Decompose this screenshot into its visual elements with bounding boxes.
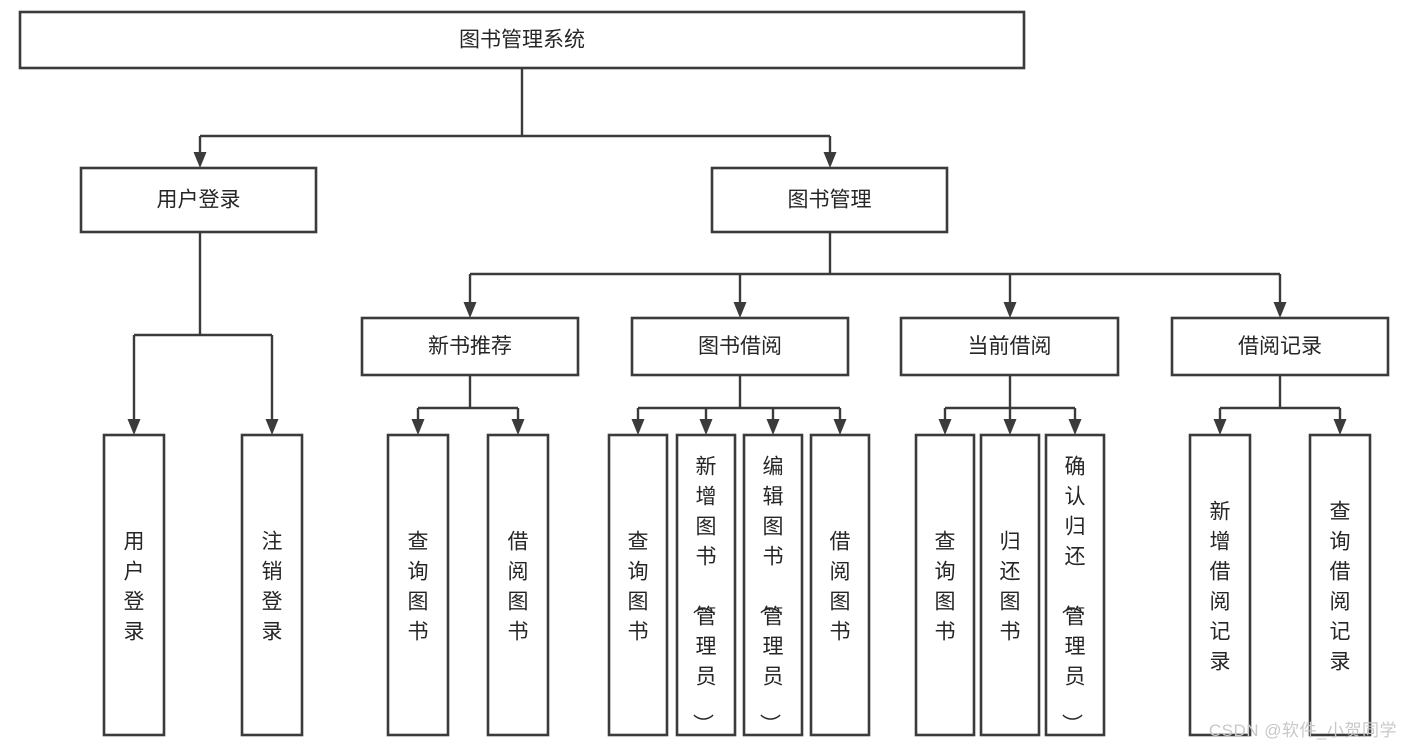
- node-label-leaf-logout: 注销登录: [262, 530, 283, 643]
- connector-group-current-borrow-split: [938, 375, 1082, 435]
- node-box-user-login[interactable]: [79, 166, 318, 234]
- node-box-leaf-query-books-recommend[interactable]: [386, 433, 450, 737]
- node-book-borrow[interactable]: 图书借阅: [630, 316, 850, 377]
- node-current-borrow[interactable]: 当前借阅: [899, 316, 1120, 377]
- node-leaf-add-book-admin[interactable]: 新增图书（管理员）: [675, 433, 737, 737]
- node-box-leaf-confirm-return-admin[interactable]: [1044, 433, 1106, 737]
- node-box-leaf-add-book-admin[interactable]: [675, 433, 737, 737]
- node-label-leaf-borrow-book: 借阅图书: [830, 530, 851, 643]
- node-leaf-confirm-return-admin[interactable]: 确认归还（管理员）: [1044, 433, 1106, 737]
- node-box-leaf-query-borrow-record[interactable]: [1308, 433, 1372, 737]
- node-box-leaf-edit-book-admin[interactable]: [742, 433, 804, 737]
- node-label-user-login: 用户登录: [157, 189, 241, 212]
- node-box-book-borrow[interactable]: [630, 316, 850, 377]
- node-leaf-borrow-books-recommend[interactable]: 借阅图书: [486, 433, 550, 737]
- node-book-management[interactable]: 图书管理: [710, 166, 949, 234]
- node-layer: 图书管理系统用户登录图书管理新书推荐图书借阅当前借阅借阅记录用户登录注销登录查询…: [18, 10, 1390, 737]
- connector-layer: [127, 68, 1347, 435]
- node-box-leaf-borrow-book[interactable]: [809, 433, 871, 737]
- node-user-login[interactable]: 用户登录: [79, 166, 318, 234]
- node-label-book-borrow: 图书借阅: [698, 335, 782, 358]
- node-label-root: 图书管理系统: [459, 29, 585, 52]
- node-label-leaf-return-book: 归还图书: [1000, 530, 1021, 643]
- node-label-book-management: 图书管理: [788, 189, 872, 212]
- node-box-book-management[interactable]: [710, 166, 949, 234]
- node-borrow-record[interactable]: 借阅记录: [1170, 316, 1390, 377]
- node-leaf-query-books-borrow[interactable]: 查询图书: [607, 433, 669, 737]
- node-leaf-return-book[interactable]: 归还图书: [979, 433, 1041, 737]
- node-label-leaf-query-borrow-record: 查询借阅记录: [1330, 500, 1351, 673]
- node-label-leaf-user-login: 用户登录: [124, 530, 145, 643]
- node-new-book-recommend[interactable]: 新书推荐: [360, 316, 580, 377]
- node-box-root[interactable]: [18, 10, 1026, 70]
- node-box-new-book-recommend[interactable]: [360, 316, 580, 377]
- node-label-new-book-recommend: 新书推荐: [428, 335, 512, 358]
- connector-group-root-split: [193, 68, 837, 168]
- node-leaf-query-books-recommend[interactable]: 查询图书: [386, 433, 450, 737]
- node-box-current-borrow[interactable]: [899, 316, 1120, 377]
- node-label-leaf-borrow-books-recommend: 借阅图书: [508, 530, 529, 643]
- node-label-leaf-add-book-admin: 新增图书（管理员）: [691, 455, 717, 734]
- node-root[interactable]: 图书管理系统: [18, 10, 1026, 70]
- connector-group-borrow-record-split: [1213, 375, 1347, 435]
- node-leaf-add-borrow-record[interactable]: 新增借阅记录: [1188, 433, 1252, 737]
- csdn-watermark: CSDN @软件_小贺同学: [1208, 721, 1397, 740]
- node-box-leaf-add-borrow-record[interactable]: [1188, 433, 1252, 737]
- node-leaf-logout[interactable]: 注销登录: [240, 433, 304, 737]
- connector-group-book-management-split: [463, 232, 1287, 318]
- node-label-leaf-add-borrow-record: 新增借阅记录: [1210, 500, 1231, 673]
- node-box-borrow-record[interactable]: [1170, 316, 1390, 377]
- node-leaf-user-login[interactable]: 用户登录: [102, 433, 166, 737]
- node-box-leaf-query-books-borrow[interactable]: [607, 433, 669, 737]
- node-leaf-query-borrow-record[interactable]: 查询借阅记录: [1308, 433, 1372, 737]
- node-box-leaf-borrow-books-recommend[interactable]: [486, 433, 550, 737]
- node-label-leaf-confirm-return-admin: 确认归还（管理员）: [1060, 455, 1086, 734]
- node-box-leaf-return-book[interactable]: [979, 433, 1041, 737]
- node-label-current-borrow: 当前借阅: [968, 335, 1052, 358]
- connector-group-new-book-recommend-split: [411, 375, 525, 435]
- node-label-borrow-record: 借阅记录: [1238, 335, 1322, 358]
- node-leaf-edit-book-admin[interactable]: 编辑图书（管理员）: [742, 433, 804, 737]
- node-box-leaf-user-login[interactable]: [102, 433, 166, 737]
- node-label-leaf-query-books-current: 查询图书: [935, 530, 956, 643]
- node-box-leaf-logout[interactable]: [240, 433, 304, 737]
- connector-group-user-login-split: [127, 232, 279, 435]
- node-label-leaf-edit-book-admin: 编辑图书（管理员）: [758, 455, 784, 734]
- node-label-leaf-query-books-borrow: 查询图书: [628, 530, 649, 643]
- node-leaf-query-books-current[interactable]: 查询图书: [914, 433, 976, 737]
- node-box-leaf-query-books-current[interactable]: [914, 433, 976, 737]
- connector-group-book-borrow-split: [631, 375, 847, 435]
- node-label-leaf-query-books-recommend: 查询图书: [408, 530, 429, 643]
- node-leaf-borrow-book[interactable]: 借阅图书: [809, 433, 871, 737]
